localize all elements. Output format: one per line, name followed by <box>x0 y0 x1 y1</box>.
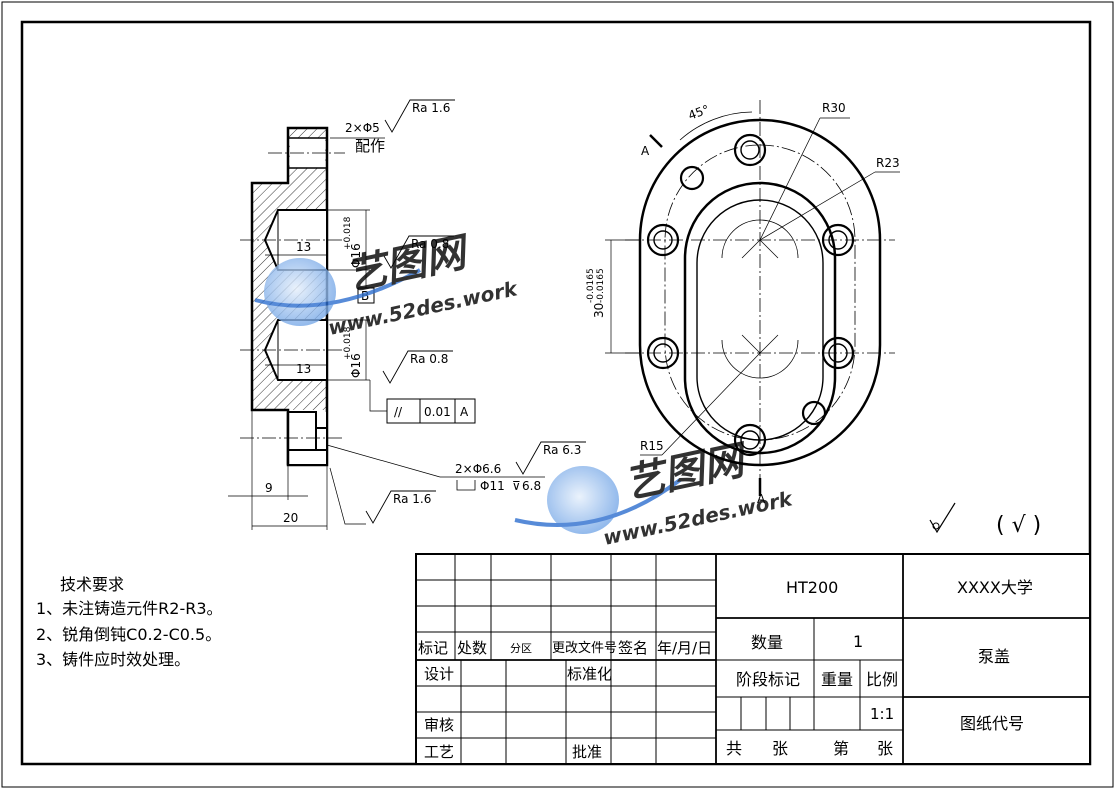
tech-item-3: 3、铸件应时效处理。 <box>36 650 190 669</box>
tech-item-1: 1、未注铸造元件R2-R3。 <box>36 599 223 618</box>
rev-header-sign: 签名 <box>618 639 648 657</box>
dim-30-tol-upper: -0.0165 <box>586 268 596 303</box>
drawing-no-label: 图纸代号 <box>960 714 1024 733</box>
dim-bore-lower: Φ16 <box>349 353 363 378</box>
dim-depth-upper: 13 <box>296 240 311 254</box>
bolt-holes <box>646 133 855 457</box>
approve-label: 批准 <box>572 743 602 761</box>
ra-top: Ra 1.6 <box>412 101 450 115</box>
counterbore-line2-dia: Φ11 <box>480 479 505 493</box>
title-block: 标记 处数 分区 更改文件号 签名 年/月/日 设计 标准化 审核 工艺 批准 … <box>415 553 1091 765</box>
tech-requirements: 技术要求 1、未注铸造元件R2-R3。 2、锐角倒钝C0.2-C0.5。 3、铸… <box>36 575 223 669</box>
rev-header-date: 年/月/日 <box>657 639 712 657</box>
tech-item-2: 2、锐角倒钝C0.2-C0.5。 <box>36 625 221 644</box>
process-label: 工艺 <box>424 743 454 761</box>
section-mark-top: A <box>641 144 650 158</box>
dim-depth-lower: 13 <box>296 362 311 376</box>
page-sheets-label: 张 <box>877 739 893 758</box>
rev-header-count: 处数 <box>457 639 487 657</box>
part-name: 泵盖 <box>978 647 1010 666</box>
fcf-symbol: // <box>394 405 403 419</box>
scale-value: 1:1 <box>870 705 894 723</box>
ra-bore-upper: Ra 0.8 <box>411 237 449 251</box>
stage-label: 阶段标记 <box>736 670 800 689</box>
dim-20: 20 <box>283 511 298 525</box>
fcf: // 0.01 A <box>369 380 476 424</box>
dim-30: 30 <box>592 303 606 318</box>
general-roughness-paren: ( √ ) <box>996 513 1041 538</box>
note-holes: 2×Φ5 <box>345 121 380 135</box>
angle-45: 45° <box>686 102 711 122</box>
qty-value: 1 <box>853 632 863 651</box>
rev-header-zone: 分区 <box>510 642 532 655</box>
dim-bore-lower-tol: +0.018 <box>343 326 353 360</box>
r30-label: R30 <box>822 101 846 115</box>
counterbore-line1: 2×Φ6.6 <box>455 462 501 476</box>
material: HT200 <box>786 578 838 597</box>
dim-30-tol-lower: -0.0165 <box>596 268 606 303</box>
qty-label: 数量 <box>751 633 783 652</box>
review-label: 审核 <box>424 716 454 734</box>
sheets-label: 张 <box>772 739 788 758</box>
rev-header-doc: 更改文件号 <box>552 641 617 656</box>
scale-label: 比例 <box>866 670 898 689</box>
total-label: 共 <box>726 739 742 758</box>
section-mark-bottom: A <box>757 492 766 506</box>
dim-9: 9 <box>265 481 273 495</box>
general-roughness: ( √ ) <box>929 502 1041 538</box>
ra-counterbore: Ra 6.3 <box>543 443 581 457</box>
tech-title: 技术要求 <box>60 575 124 594</box>
page-label: 第 <box>833 739 849 758</box>
ra-face: Ra 1.6 <box>393 492 431 506</box>
dim-bore-upper-tol: +0.018 <box>343 216 353 250</box>
standardize-label: 标准化 <box>567 665 612 683</box>
r23-label: R23 <box>876 156 900 170</box>
fcf-value: 0.01 <box>424 405 451 419</box>
design-label: 设计 <box>424 665 454 683</box>
school-name: XXXX大学 <box>957 578 1033 597</box>
dim-bore-upper: Φ16 <box>349 243 363 268</box>
fcf-datum: A <box>460 405 469 419</box>
plan-view <box>605 100 900 496</box>
counterbore-depth-symbol: ⊽ <box>512 479 521 493</box>
rev-header-mark: 标记 <box>418 639 448 657</box>
weight-label: 重量 <box>821 670 853 689</box>
section-view: 13 13 Φ16 +0.018 Φ16 +0.018 9 20 B <box>228 99 586 530</box>
watermark-globe-icon <box>264 258 336 326</box>
counterbore-line2-depth: 6.8 <box>522 479 541 493</box>
ra-bore-lower: Ra 0.8 <box>410 352 448 366</box>
r15-label: R15 <box>640 439 664 453</box>
note-mate: 配作 <box>355 137 385 155</box>
watermark-globe-icon-2 <box>547 466 619 534</box>
